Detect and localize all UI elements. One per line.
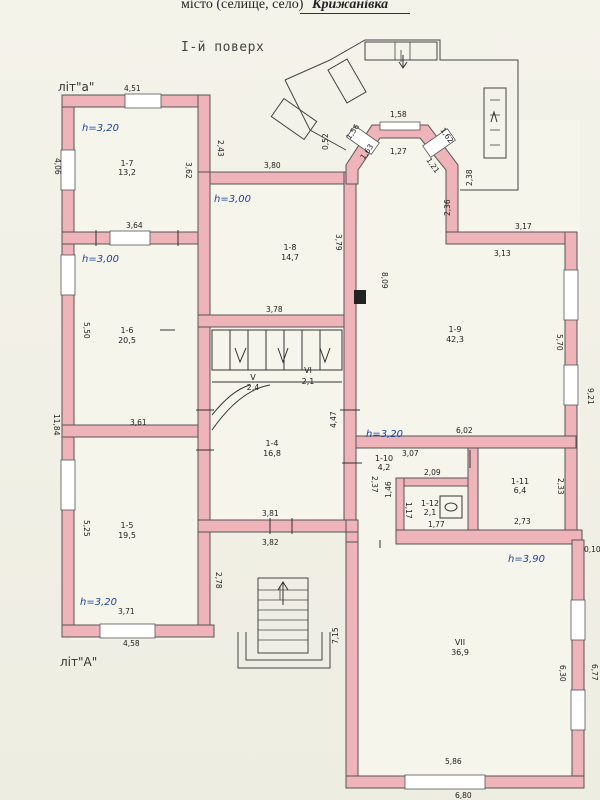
room-id: 1-8 [283, 243, 296, 252]
dimension: 4,51 [124, 84, 141, 93]
dimension: 6,30 [558, 665, 567, 682]
room-area: 20,5 [118, 336, 136, 345]
room-area: 14,7 [281, 253, 299, 262]
room-area: 6,4 [514, 486, 527, 495]
height-label: h=3,00 [214, 194, 251, 205]
room-id: 1-4 [265, 439, 278, 448]
dimension: 2,33 [556, 478, 565, 495]
room-area: 42,3 [446, 335, 464, 344]
room-id: 1-11 [511, 477, 529, 486]
dimension: 5,70 [555, 334, 564, 351]
dimension: 1,27 [390, 147, 407, 156]
dimension: 0,52 [321, 133, 330, 150]
dimension: 3,80 [264, 161, 281, 170]
dimension: 4,47 [329, 411, 338, 428]
location-underline [300, 13, 410, 14]
height-label: h=3,20 [80, 597, 117, 608]
dimension: 1,58 [390, 110, 407, 119]
room-id: 1-9 [448, 325, 461, 334]
dimension: 3,17 [515, 222, 532, 231]
height-labels: h=3,20 h=3,00 h=3,00 h=3,20 h=3,90 h=3,2… [80, 123, 545, 608]
room-id: VI [304, 366, 312, 375]
dimension: 8,09 [380, 272, 389, 289]
room-id: V [250, 373, 256, 382]
height-label: h=3,00 [82, 254, 119, 265]
dimension: 2,38 [465, 169, 474, 186]
dimension: 3,07 [402, 449, 419, 458]
room-area: 13,2 [118, 168, 136, 177]
dimension: 3,61 [130, 418, 147, 427]
dimension: 3,79 [334, 234, 343, 251]
dimension: 6,77 [590, 664, 599, 681]
room-area: 36,9 [451, 648, 469, 657]
dimension: 3,71 [118, 607, 135, 616]
dimension: 2,36 [443, 199, 452, 216]
dimension: 3,13 [494, 249, 511, 258]
room-labels: 1-7 13,2 1-8 14,7 1-6 20,5 1-9 42,3 V 2,… [118, 159, 529, 657]
dimension: 11,84 [52, 414, 61, 436]
room-area: 2,1 [302, 377, 315, 386]
dimension: 3,81 [262, 509, 279, 518]
dimension: 2,78 [214, 572, 223, 589]
chimney [354, 290, 366, 304]
terraces [237, 39, 519, 669]
floor-title: І-й поверх [181, 40, 265, 55]
lit-bottom-label: літ"А" [60, 655, 98, 669]
dimension: 5,86 [445, 757, 462, 766]
dimension: 0,10 [584, 545, 600, 554]
dimension: 5,50 [82, 322, 91, 339]
room-id: VII [455, 638, 465, 647]
room-area: 16,8 [263, 449, 281, 458]
dimension: 9,21 [586, 388, 595, 405]
dimension: 6,02 [456, 426, 473, 435]
height-label: h=3,20 [366, 429, 403, 440]
dimension: 3,78 [266, 305, 283, 314]
height-label: h=3,20 [82, 123, 119, 134]
lit-top-label: літ"а" [58, 80, 95, 94]
dimension: 3,64 [126, 221, 143, 230]
dimension: 2,37 [370, 476, 379, 493]
windows [60, 93, 586, 790]
dimension: 2,09 [424, 468, 441, 477]
dimension: 6,80 [455, 791, 472, 800]
location-value: Крижанівка [312, 0, 389, 12]
room-area: 4,2 [378, 463, 391, 472]
room-area: 19,5 [118, 531, 136, 540]
location-label: місто (селище, село) [181, 0, 304, 12]
height-label: h=3,90 [508, 554, 545, 565]
dimension: 7,15 [331, 627, 340, 644]
internal-stair [211, 329, 343, 431]
dimension: 4,58 [123, 639, 140, 648]
room-id: 1-7 [120, 159, 133, 168]
room-id: 1-12 [421, 499, 439, 508]
dimension: 5,25 [82, 520, 91, 537]
dimension: 1,77 [428, 520, 445, 529]
dimension: 4,06 [53, 158, 62, 175]
room-area: 2,1 [424, 508, 437, 517]
room-id: 1-10 [375, 454, 393, 463]
toilet-fixture [439, 495, 463, 519]
dimension: 3,62 [184, 162, 193, 179]
dimension: 2,73 [514, 517, 531, 526]
step-lines [258, 42, 500, 641]
arrows [234, 55, 498, 605]
dimension: 1,17 [404, 502, 413, 519]
dimension: 3,82 [262, 538, 279, 547]
room-id: 1-5 [120, 521, 133, 530]
dimension: 2,43 [216, 140, 225, 157]
dimension: 1,46 [384, 481, 393, 498]
room-id: 1-6 [120, 326, 133, 335]
location-header: місто (селище, село) Крижанівка [0, 0, 600, 20]
room-area: 2,4 [247, 383, 260, 392]
